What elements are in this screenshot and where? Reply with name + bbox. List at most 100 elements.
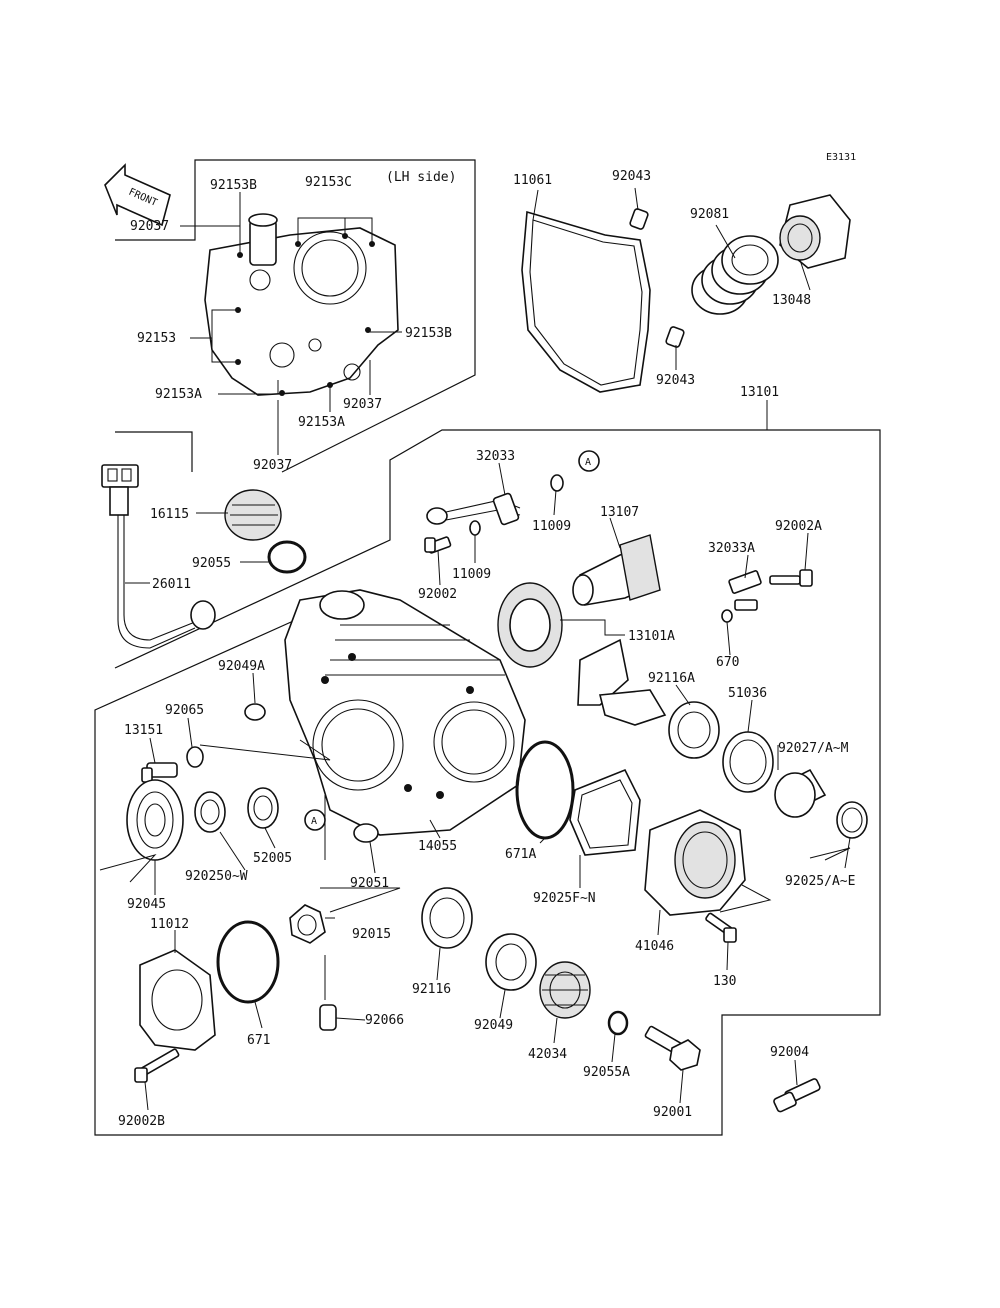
- label-41046: 41046: [635, 939, 674, 954]
- label-92025F: 92025F~N: [533, 891, 596, 906]
- diagram-code: E3131: [826, 152, 856, 163]
- washer-92049A: [244, 703, 266, 721]
- label-92055: 92055: [192, 556, 231, 571]
- label-32033A: 32033A: [708, 541, 755, 556]
- final-gear-case-frame: [94, 429, 881, 1136]
- label-92004: 92004: [770, 1045, 809, 1060]
- label-13048: 13048: [772, 293, 811, 308]
- gear-13101A: [497, 582, 667, 726]
- label-92002: 92002: [418, 587, 457, 602]
- label-92049A: 92049A: [218, 659, 265, 674]
- label-92116: 92116: [412, 982, 451, 997]
- label-92015: 92015: [352, 927, 391, 942]
- label-26011: 26011: [152, 577, 191, 592]
- dowel-92043-bottom: [665, 326, 685, 348]
- label-51036: 51036: [728, 686, 767, 701]
- pin-92066: [319, 1004, 337, 1031]
- seal-51036: [722, 731, 774, 793]
- bolt-92001: [644, 1025, 701, 1071]
- bolt-92002A: [769, 569, 813, 587]
- label-92153: 92153: [137, 331, 176, 346]
- label-11009-b: 11009: [452, 567, 491, 582]
- bearing-92049: [485, 933, 537, 991]
- label-14055: 14055: [418, 839, 457, 854]
- label-13101: 13101: [740, 385, 779, 400]
- label-92002A: 92002A: [775, 519, 822, 534]
- label-92043-top: 92043: [612, 169, 651, 184]
- gear-case-14055: [284, 589, 526, 836]
- label-52005: 52005: [253, 851, 292, 866]
- bolt-130: [705, 912, 737, 943]
- nut-92015: [289, 904, 326, 944]
- ref-marker-a-left-label: A: [311, 816, 317, 827]
- label-42034: 42034: [528, 1047, 567, 1062]
- label-92037-mid: 92037: [343, 397, 382, 412]
- label-13151: 13151: [124, 723, 163, 738]
- label-92153B-right: 92153B: [405, 326, 452, 341]
- cam-13048: [779, 194, 851, 269]
- label-92055A: 92055A: [583, 1065, 630, 1080]
- front-arrow: FRONT: [104, 163, 171, 227]
- oring-671: [216, 920, 280, 1004]
- label-16115: 16115: [150, 507, 189, 522]
- bearing-42034: [539, 961, 591, 1019]
- label-670: 670: [716, 655, 739, 670]
- label-11012: 11012: [150, 917, 189, 932]
- label-671: 671: [247, 1033, 270, 1048]
- bolt-92002B: [134, 1048, 180, 1083]
- washer-92051: [353, 823, 379, 843]
- shim-920250: [194, 791, 226, 833]
- label-671A: 671A: [505, 847, 536, 862]
- labels: E3131 (LH side) 92153B 92153C 92037 9215…: [118, 152, 856, 1129]
- bearing-92116A: [668, 701, 720, 759]
- label-92043-bottom: 92043: [656, 373, 695, 388]
- washer-92065: [186, 746, 204, 768]
- plug-16115: [224, 489, 282, 541]
- label-92153A-left: 92153A: [155, 387, 202, 402]
- label-92065: 92065: [165, 703, 204, 718]
- label-11061: 11061: [513, 173, 552, 188]
- bolt-92002: [424, 536, 452, 554]
- label-92081: 92081: [690, 207, 729, 222]
- seal-52005: [247, 787, 279, 829]
- bearing-92116: [421, 887, 473, 949]
- label-130: 130: [713, 974, 736, 989]
- bracket-32033A: [728, 570, 762, 611]
- fitting-92004: [773, 1078, 821, 1113]
- lh-side-cover-frame: [115, 159, 476, 473]
- label-11009-a: 11009: [532, 519, 571, 534]
- label-92051: 92051: [350, 876, 389, 891]
- gasket-11061: [521, 210, 651, 393]
- housing-41046: [644, 809, 746, 916]
- washer-11009-a: [550, 474, 564, 492]
- frames: [94, 159, 881, 1136]
- label-92066: 92066: [365, 1013, 404, 1028]
- leader-lines: [99, 187, 851, 1111]
- label-92153A-bottom: 92153A: [298, 415, 345, 430]
- cover-11012: [139, 949, 216, 1051]
- gasket-92025F: [569, 768, 641, 856]
- bearing-92045: [126, 779, 184, 861]
- shaft-13107: [572, 534, 661, 606]
- oring-671A: [515, 740, 575, 840]
- ref-marker-a-left: A: [304, 809, 326, 831]
- ref-marker-a-top-label: A: [585, 457, 591, 468]
- label-92049: 92049: [474, 1018, 513, 1033]
- oring-670: [721, 609, 733, 623]
- label-13101A: 13101A: [628, 629, 675, 644]
- sensor-26011: [101, 464, 216, 649]
- lh-side-cover: [204, 213, 399, 396]
- shim-92025: [836, 801, 868, 839]
- switch-13151: [141, 762, 178, 783]
- washer-11009-b: [469, 520, 481, 536]
- sensor-frame: [115, 431, 193, 472]
- lh-side-note: (LH side): [386, 170, 456, 185]
- label-92001: 92001: [653, 1105, 692, 1120]
- spacer-92027: [774, 768, 827, 818]
- label-92025A: 92025/A~E: [785, 874, 855, 889]
- label-92045: 92045: [127, 897, 166, 912]
- label-32033: 32033: [476, 449, 515, 464]
- label-13107: 13107: [600, 505, 639, 520]
- label-92153B-top: 92153B: [210, 178, 257, 193]
